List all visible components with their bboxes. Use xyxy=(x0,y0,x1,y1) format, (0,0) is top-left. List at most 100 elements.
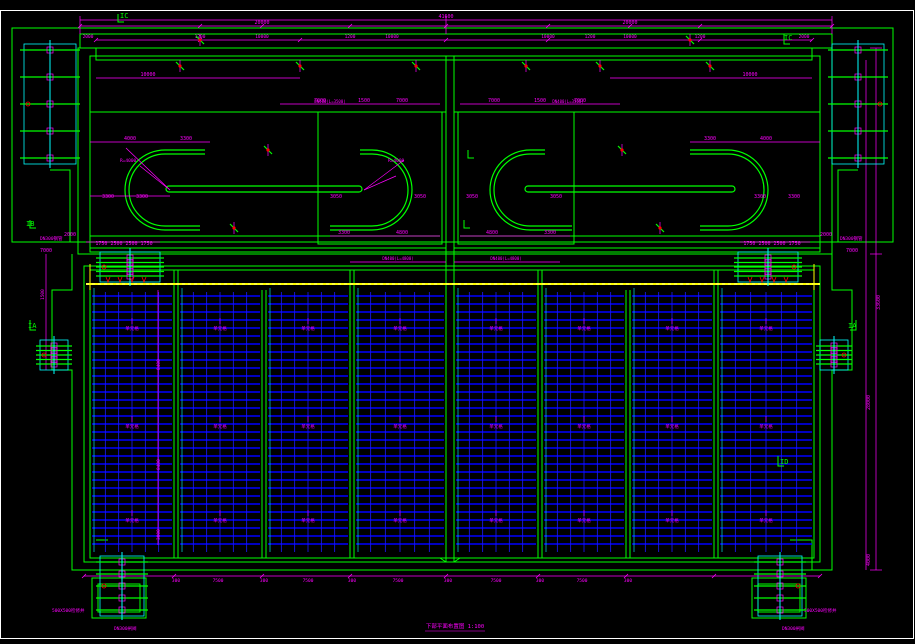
dim-tick xyxy=(81,573,87,579)
cell-label: 单元格 xyxy=(125,517,139,524)
dim-tick xyxy=(347,573,353,579)
label-pit-left-sub: DN300闸阀 xyxy=(114,625,137,632)
cell-label: 单元格 xyxy=(665,325,679,332)
dim-tick xyxy=(297,37,303,43)
pipe-label-mid-left: DN400(L=4800) xyxy=(382,256,413,261)
bottom-dim-value: 7500 xyxy=(491,578,502,584)
pipe-label-upper-right: DN400(L=3500) xyxy=(552,99,583,104)
dim-tick xyxy=(443,23,449,29)
structure-walls xyxy=(11,27,894,619)
drawing-title-block: 下部平面布置图 1:100 xyxy=(425,622,485,632)
bottom-dim-value: 7500 xyxy=(213,578,224,584)
valve-cluster xyxy=(828,40,888,168)
dim-vertical-1: 8400 xyxy=(156,359,162,370)
pipe-label-upper-left: DN400(L=3500) xyxy=(314,99,345,104)
cell-labels: 单元格单元格单元格单元格单元格单元格单元格单元格单元格单元格单元格单元格单元格单… xyxy=(125,318,773,524)
dim-lower-chamber-left-a: 3300 xyxy=(338,230,350,236)
dim-half-left: 20000 xyxy=(254,20,269,26)
dim-chain-left-2: 1500 xyxy=(358,98,370,104)
cell-label: 单元格 xyxy=(125,325,139,332)
dim-tick xyxy=(829,23,835,29)
dim-total-width: 41600 xyxy=(438,14,453,20)
cell-label: 单元格 xyxy=(489,517,503,524)
top-dim-value: 2000 xyxy=(83,34,94,40)
valve-cluster xyxy=(20,40,80,168)
top-dim-value: 10000 xyxy=(541,34,555,40)
valve-cluster xyxy=(36,336,72,374)
cell-label: 单元格 xyxy=(489,325,503,332)
bottom-dim-value: 7500 xyxy=(303,578,314,584)
pipe-cell xyxy=(632,288,712,552)
dim-curve-e: 3300 xyxy=(102,194,114,200)
dim-side-left-a: 7000 xyxy=(40,248,52,254)
dim-tick xyxy=(171,573,177,579)
radius-right: R=4000 xyxy=(388,158,405,164)
dim-tick xyxy=(443,573,449,579)
label-pit-right: 500X500检修井 xyxy=(804,607,837,614)
cell-label: 单元格 xyxy=(665,423,679,430)
cell-label: 单元格 xyxy=(301,517,315,524)
valve-cluster xyxy=(816,336,852,374)
dim-tick xyxy=(697,23,703,29)
cell-label: 单元格 xyxy=(301,325,315,332)
dim-upper-left: 10000 xyxy=(140,72,155,78)
dim-right-height: 28000 xyxy=(866,395,872,410)
cell-label: 单元格 xyxy=(393,517,407,524)
dim-sub-right: 1750 2500 2500 1750 xyxy=(743,241,800,247)
valve-cluster xyxy=(96,248,164,286)
top-dim-value: 10000 xyxy=(255,34,269,40)
dim-upper-right: 10000 xyxy=(742,72,757,78)
cell-label: 单元格 xyxy=(577,325,591,332)
dim-curve-h: 3050 xyxy=(414,194,426,200)
dim-tick xyxy=(545,37,551,43)
aeration-pipe-grid xyxy=(92,288,812,552)
dim-tick xyxy=(93,37,99,43)
section-mark-text: IC IC IB IA IA ID xyxy=(26,12,857,466)
cell-label: 单元格 xyxy=(665,517,679,524)
dim-tick xyxy=(545,23,551,29)
inlet-marker xyxy=(295,60,305,72)
dim-vertical-4: 1500 xyxy=(40,289,46,300)
valve-cluster xyxy=(96,552,148,620)
dim-tick xyxy=(697,37,703,43)
dim-chain-right-1: 7000 xyxy=(488,98,500,104)
pipe-label-side-left: DN300钢管 xyxy=(40,235,63,242)
dim-curve-b: 3300 xyxy=(180,136,192,142)
cell-label: 单元格 xyxy=(577,517,591,524)
dim-tick xyxy=(443,37,449,43)
section-ia-right: IA xyxy=(848,322,857,330)
dim-curve-i: 3050 xyxy=(466,194,478,200)
top-dim-value: 10000 xyxy=(385,34,399,40)
u-channels xyxy=(124,149,769,231)
dim-side-right-b: 2000 xyxy=(820,232,832,238)
bottom-dim-value: 300 xyxy=(536,578,544,584)
dim-tick xyxy=(535,573,541,579)
dim-tick xyxy=(259,573,265,579)
cell-label: 单元格 xyxy=(213,517,227,524)
dim-tick xyxy=(259,23,265,29)
cell-label: 单元格 xyxy=(213,423,227,430)
dim-chain-right-2: 1500 xyxy=(534,98,546,104)
bottom-dim-value: 300 xyxy=(260,578,268,584)
dim-tick xyxy=(627,23,633,29)
pipe-label-side-right: DN300钢管 xyxy=(840,235,863,242)
cell-label: 单元格 xyxy=(489,423,503,430)
dimension-lines xyxy=(45,16,882,577)
pipe-cell xyxy=(720,288,812,552)
dim-curve-k: 3300 xyxy=(754,194,766,200)
bottom-dim-value: 300 xyxy=(444,578,452,584)
dim-side-left-b: 2000 xyxy=(64,232,76,238)
radius-labels: R=4000 R=4000 xyxy=(120,158,405,164)
inlet-marker xyxy=(195,34,205,46)
label-pit-left: 500X500检修井 xyxy=(52,607,85,614)
cell-label: 单元格 xyxy=(759,517,773,524)
dimension-text: 41600 20000 20000 2000120010000120010000… xyxy=(40,14,882,632)
dim-tick xyxy=(623,573,629,579)
inlet-marker xyxy=(521,60,531,72)
dim-lower-chamber-left-b: 4800 xyxy=(396,230,408,236)
drawing-title: 下部平面布置图 1:100 xyxy=(426,622,484,630)
dimension-ticks xyxy=(77,23,835,579)
dim-curve-l: 3300 xyxy=(788,194,800,200)
dim-tick xyxy=(711,573,717,579)
pipe-fittings xyxy=(20,40,888,620)
